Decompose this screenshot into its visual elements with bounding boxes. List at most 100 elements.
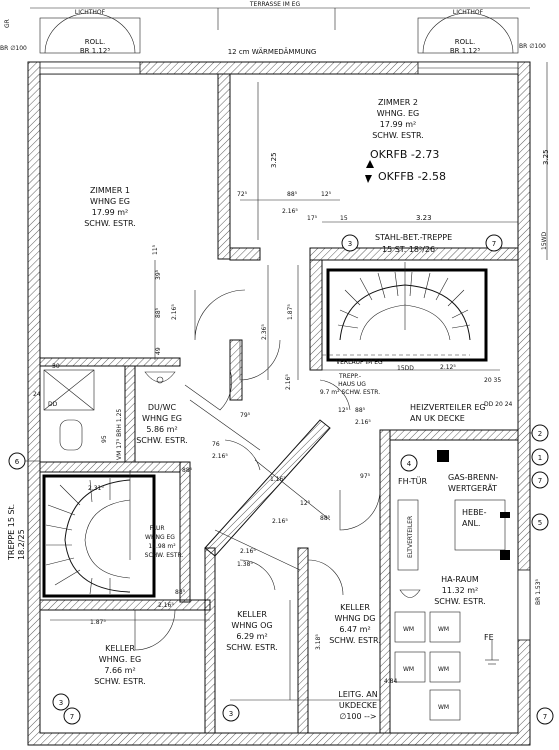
svg-text:SCHW. ESTR.: SCHW. ESTR. bbox=[372, 131, 424, 140]
fixtures bbox=[43, 160, 510, 721]
treppe-side-label: TREPPE 15 St. bbox=[7, 504, 16, 561]
marker-7-top bbox=[485, 234, 503, 252]
room-keller-og: KELLER WHNG OG 6.29 m² SCHW. ESTR. bbox=[226, 610, 278, 652]
room-duwc: DU/WC WHNG EG 5.86 m² SCHW. ESTR. bbox=[136, 403, 188, 445]
svg-text:11⁵: 11⁵ bbox=[152, 244, 159, 255]
svg-text:HAUS UG: HAUS UG bbox=[338, 381, 366, 388]
leitg-label: LEITG. AN bbox=[338, 690, 378, 699]
svg-text:88⁵: 88⁵ bbox=[320, 515, 331, 522]
svg-text:SCHW. ESTR.: SCHW. ESTR. bbox=[94, 677, 146, 686]
okffb-label: OKFFB -2.58 bbox=[378, 170, 446, 183]
door-duwc bbox=[184, 369, 232, 411]
fh-tuer-label: FH-TÜR bbox=[398, 476, 428, 486]
svg-text:5: 5 bbox=[538, 519, 542, 527]
gr-label: GR bbox=[4, 19, 11, 28]
washing-machine-3 bbox=[429, 611, 461, 643]
hebe-label: HEBE- bbox=[462, 508, 487, 517]
dimension-labels: 3.25 3.25 3.23 72⁵ 88⁵ 12⁵ 2.16⁵ 17⁵ 15 … bbox=[33, 149, 550, 685]
svg-text:88⁵: 88⁵ bbox=[287, 191, 298, 198]
svg-text:76: 76 bbox=[212, 441, 220, 448]
svg-text:2.31⁵: 2.31⁵ bbox=[88, 485, 104, 492]
lichthof-left-label: LICHTHOF bbox=[75, 9, 106, 16]
wall-heiz bbox=[389, 429, 519, 441]
svg-text:15: 15 bbox=[340, 215, 348, 222]
svg-text:95: 95 bbox=[101, 435, 108, 443]
wall-z1-z2 bbox=[217, 73, 231, 260]
svg-text:30: 30 bbox=[52, 363, 60, 370]
br-side-label: BR 1.53⁵ bbox=[535, 578, 542, 605]
room-keller-eg: KELLER WHNG. EG 7.66 m² SCHW. ESTR. bbox=[94, 644, 146, 686]
top-area: LICHTHOF TERRASSE IM EG LICHTHOF ROLL. B… bbox=[0, 1, 546, 56]
insulation-label: 12 cm WÄRMEDÄMMUNG bbox=[228, 47, 317, 56]
door-stair bbox=[319, 379, 351, 411]
wall-stub-a bbox=[229, 247, 261, 261]
roll-left-label: ROLL. bbox=[85, 38, 105, 46]
marker-3-bottom bbox=[52, 693, 70, 711]
interior-walls bbox=[39, 73, 519, 734]
stair-lower bbox=[42, 470, 156, 598]
anl-label: ANL. bbox=[462, 519, 480, 528]
svg-text:DD 20 24: DD 20 24 bbox=[484, 401, 513, 408]
svg-text:88⁵: 88⁵ bbox=[155, 307, 162, 318]
svg-text:3.18⁵: 3.18⁵ bbox=[315, 634, 322, 650]
svg-text:SCHW. ESTR.: SCHW. ESTR. bbox=[434, 597, 486, 606]
ha-basin bbox=[399, 589, 421, 598]
hebe-marker bbox=[500, 512, 510, 518]
svg-text:KELLER: KELLER bbox=[105, 644, 135, 653]
sdd-label: 15DD bbox=[397, 365, 414, 372]
svg-text:ZIMMER 2: ZIMMER 2 bbox=[378, 98, 418, 107]
svg-text:SCHW. ESTR.: SCHW. ESTR. bbox=[226, 643, 278, 652]
br100-right-label: BR ∅100 bbox=[519, 43, 546, 50]
hebeanlage-box bbox=[454, 499, 506, 551]
svg-text:3: 3 bbox=[229, 710, 233, 718]
annotations: OKRFB -2.73 OKFFB -2.58 STAHL-BET.-TREPP… bbox=[7, 148, 548, 721]
svg-text:2: 2 bbox=[538, 430, 542, 438]
svg-text:20 35: 20 35 bbox=[484, 377, 501, 384]
svg-text:9.7 m² SCHW. ESTR.: 9.7 m² SCHW. ESTR. bbox=[320, 389, 380, 396]
svg-text:1.16⁵: 1.16⁵ bbox=[270, 476, 286, 483]
svg-text:2.16⁵: 2.16⁵ bbox=[282, 208, 298, 215]
svg-text:7: 7 bbox=[543, 713, 547, 721]
room-zimmer1: ZIMMER 1 WHNG EG 17.99 m² SCHW. ESTR. bbox=[84, 186, 136, 228]
dimension-lines bbox=[50, 62, 548, 701]
door-flur bbox=[224, 439, 261, 471]
treppe-side-label-2: 18.2/25 bbox=[17, 529, 26, 560]
svg-text:7.66 m²: 7.66 m² bbox=[104, 666, 135, 675]
washing-machine-5 bbox=[429, 689, 461, 721]
washing-machine-2 bbox=[394, 651, 426, 683]
wertgeraet-label: WERTGERÄT bbox=[448, 483, 497, 493]
svg-text:WHNG. EG: WHNG. EG bbox=[377, 109, 419, 118]
svg-text:88⁵: 88⁵ bbox=[182, 467, 193, 474]
svg-text:3.25: 3.25 bbox=[542, 149, 550, 165]
svg-text:KELLER: KELLER bbox=[340, 603, 370, 612]
stair-lower-curve-inner bbox=[84, 499, 131, 579]
door-keller-dg bbox=[307, 559, 344, 596]
svg-text:88⁵: 88⁵ bbox=[175, 589, 186, 596]
room-flur: FLUR WHNG EG 11.98 m² SCHW. ESTR. bbox=[145, 525, 184, 559]
lichthof-right-label: LICHTHOF bbox=[453, 9, 484, 16]
outer-walls bbox=[27, 61, 531, 746]
door-hall bbox=[239, 339, 281, 381]
stair-lower-treads bbox=[45, 478, 111, 595]
fe-label: FE bbox=[484, 633, 494, 642]
stahl-treppe-label: STAHL-BET.-TREPPE bbox=[375, 233, 452, 242]
washbasin bbox=[144, 371, 176, 383]
roll-right-label: ROLL. bbox=[455, 38, 475, 46]
d100-label: ∅100 --> bbox=[339, 712, 376, 721]
eltverteiler-label: ELTVERTEILER bbox=[407, 516, 414, 558]
room-keller-dg: KELLER WHNG DG 6.47 m² SCHW. ESTR. bbox=[329, 603, 381, 645]
toilet bbox=[59, 419, 83, 451]
marker-3-keller bbox=[222, 704, 240, 722]
lichthof-arc-right bbox=[422, 12, 514, 54]
svg-text:5.86 m²: 5.86 m² bbox=[146, 425, 177, 434]
svg-text:2.36⁵: 2.36⁵ bbox=[261, 324, 268, 340]
lichthof-arc-left bbox=[44, 12, 136, 54]
door-keller-eg bbox=[134, 609, 176, 651]
wall-flur-right bbox=[179, 461, 191, 603]
svg-text:WHNG EG: WHNG EG bbox=[90, 197, 130, 206]
svg-text:HA-RAUM: HA-RAUM bbox=[441, 575, 479, 584]
door-fh bbox=[339, 489, 381, 531]
svg-text:4: 4 bbox=[407, 460, 412, 468]
elt-verteiler-box bbox=[397, 499, 419, 571]
